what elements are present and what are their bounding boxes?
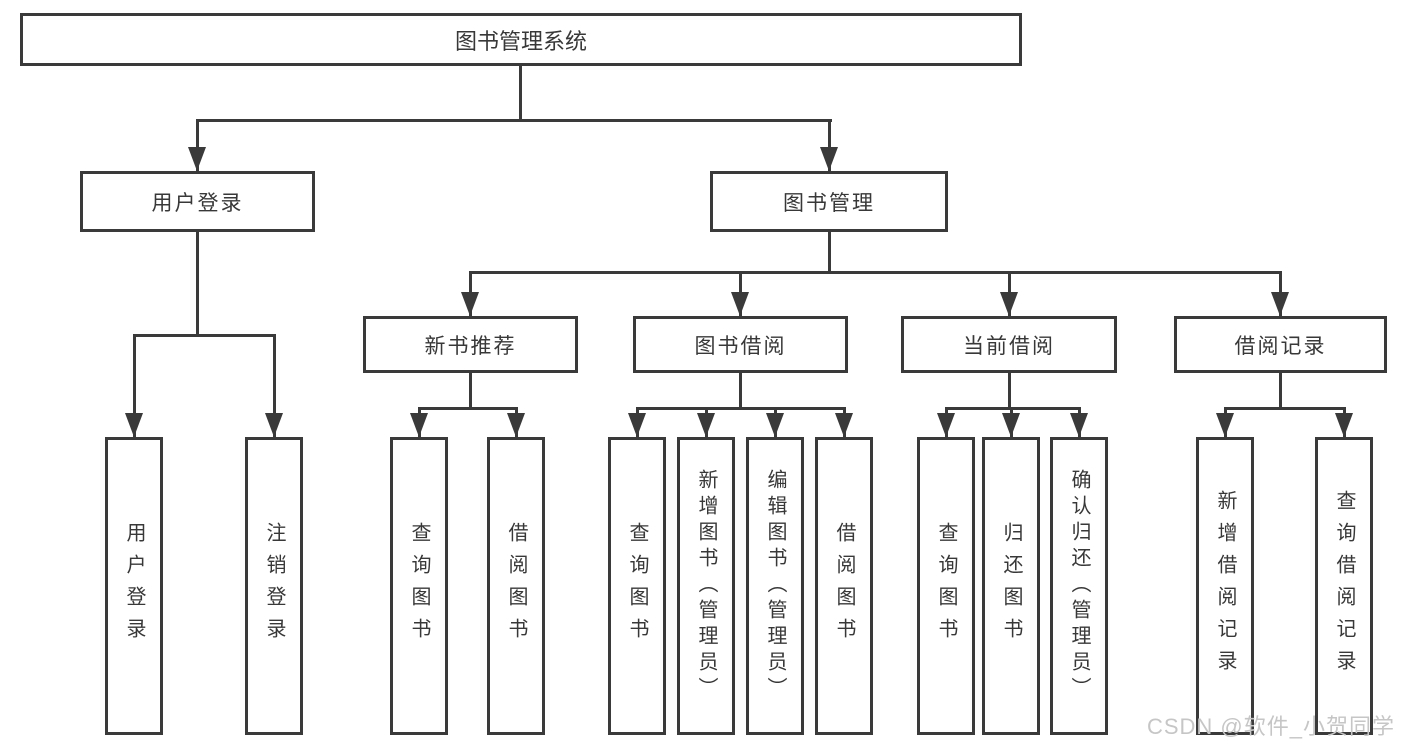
arrow-down-icon bbox=[1216, 413, 1234, 437]
leaf-add-book-admin: 新增图书（管理员） bbox=[677, 437, 735, 735]
leaf-query-book-3: 查询图书 bbox=[917, 437, 975, 735]
arrow-down-icon bbox=[265, 413, 283, 437]
arrow-down-icon bbox=[1002, 413, 1020, 437]
arrow-down-icon bbox=[937, 413, 955, 437]
node-label: 查询图书 bbox=[935, 522, 957, 650]
connector-line bbox=[469, 372, 472, 409]
arrow-down-icon bbox=[820, 147, 838, 171]
node-label: 借阅图书 bbox=[833, 522, 855, 650]
arrow-down-icon bbox=[697, 413, 715, 437]
arrow-down-icon bbox=[410, 413, 428, 437]
node-book-borrow: 图书借阅 bbox=[633, 316, 848, 373]
connector-line bbox=[133, 334, 136, 437]
arrow-down-icon bbox=[125, 413, 143, 437]
node-label: 用户登录 bbox=[123, 522, 145, 650]
leaf-logout: 注销登录 bbox=[245, 437, 303, 735]
node-borrow-records: 借阅记录 bbox=[1174, 316, 1387, 373]
node-label: 查询图书 bbox=[408, 522, 430, 650]
node-system-root: 图书管理系统 bbox=[20, 13, 1022, 66]
node-label: 借阅图书 bbox=[505, 522, 527, 650]
node-label: 借阅记录 bbox=[1234, 334, 1327, 358]
connector-line bbox=[1008, 372, 1011, 409]
node-label: 当前借阅 bbox=[963, 334, 1055, 358]
leaf-edit-book-admin: 编辑图书（管理员） bbox=[746, 437, 804, 735]
arrow-down-icon bbox=[766, 413, 784, 437]
connector-line bbox=[739, 372, 742, 409]
leaf-query-book-2: 查询图书 bbox=[608, 437, 666, 735]
connector-line bbox=[196, 119, 832, 122]
connector-line bbox=[469, 271, 1282, 274]
node-new-book-recommend: 新书推荐 bbox=[363, 316, 578, 373]
arrow-down-icon bbox=[1271, 292, 1289, 316]
connector-line bbox=[828, 231, 831, 273]
node-label: 新增图书（管理员） bbox=[695, 469, 717, 703]
csdn-watermark: CSDN @软件_小贺同学 bbox=[1146, 714, 1395, 739]
node-user-login-branch: 用户登录 bbox=[80, 171, 315, 232]
node-label: 新增借阅记录 bbox=[1214, 490, 1236, 682]
node-label: 图书管理 bbox=[783, 191, 875, 215]
node-label: 查询图书 bbox=[626, 522, 648, 650]
node-label: 图书管理系统 bbox=[454, 28, 587, 54]
connector-line bbox=[945, 407, 1081, 410]
node-label: 归还图书 bbox=[1000, 522, 1022, 650]
arrow-down-icon bbox=[461, 292, 479, 316]
leaf-query-book-1: 查询图书 bbox=[390, 437, 448, 735]
connector-line bbox=[133, 334, 276, 337]
node-label: 注销登录 bbox=[263, 522, 285, 650]
node-label: 确认归还（管理员） bbox=[1068, 469, 1090, 703]
leaf-borrow-book-2: 借阅图书 bbox=[815, 437, 873, 735]
connector-line bbox=[636, 407, 846, 410]
node-label: 查询借阅记录 bbox=[1333, 490, 1355, 682]
connector-line bbox=[1279, 372, 1282, 409]
leaf-add-borrow-record: 新增借阅记录 bbox=[1196, 437, 1254, 735]
arrow-down-icon bbox=[1070, 413, 1088, 437]
connector-line bbox=[828, 119, 831, 171]
arrow-down-icon bbox=[835, 413, 853, 437]
leaf-return-book: 归还图书 bbox=[982, 437, 1040, 735]
connector-line bbox=[196, 231, 199, 336]
connector-line bbox=[273, 334, 276, 437]
leaf-user-login: 用户登录 bbox=[105, 437, 163, 735]
leaf-confirm-return-admin: 确认归还（管理员） bbox=[1050, 437, 1108, 735]
node-book-management-branch: 图书管理 bbox=[710, 171, 948, 232]
arrow-down-icon bbox=[1335, 413, 1353, 437]
arrow-down-icon bbox=[1000, 292, 1018, 316]
connector-line bbox=[1224, 407, 1346, 410]
node-label: 编辑图书（管理员） bbox=[764, 469, 786, 703]
arrow-down-icon bbox=[731, 292, 749, 316]
node-label: 新书推荐 bbox=[424, 334, 517, 358]
node-current-borrow: 当前借阅 bbox=[901, 316, 1117, 373]
leaf-borrow-book-1: 借阅图书 bbox=[487, 437, 545, 735]
connector-line bbox=[418, 407, 518, 410]
connector-line bbox=[519, 64, 522, 122]
node-label: 用户登录 bbox=[151, 191, 244, 215]
arrow-down-icon bbox=[188, 147, 206, 171]
arrow-down-icon bbox=[628, 413, 646, 437]
node-label: 图书借阅 bbox=[694, 334, 787, 358]
connector-line bbox=[196, 119, 199, 171]
arrow-down-icon bbox=[507, 413, 525, 437]
leaf-query-borrow-record: 查询借阅记录 bbox=[1315, 437, 1373, 735]
